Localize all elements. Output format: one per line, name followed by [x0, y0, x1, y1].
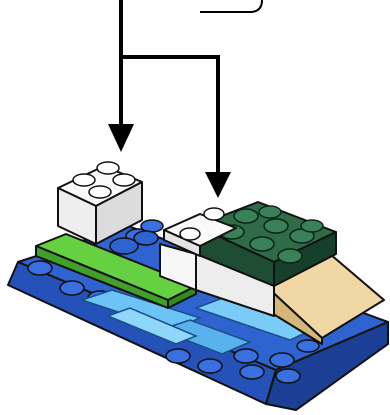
trans-tile-2	[157, 319, 253, 355]
white-plate-front	[163, 229, 201, 257]
arrowhead-right-icon	[205, 172, 231, 198]
white-brick-studs	[72, 161, 136, 199]
green-tile-side	[167, 285, 197, 309]
white-plate-studs	[179, 207, 225, 241]
callout-arrows	[108, 0, 263, 198]
white-lower-bricks	[159, 243, 275, 317]
trans-blue-tiles	[79, 289, 323, 355]
callout-box-edge	[200, 0, 263, 13]
dark-green-side	[273, 231, 337, 287]
blue-round-pieces	[109, 230, 159, 255]
white-brick-side	[95, 181, 143, 245]
callout-line-main	[119, 0, 220, 175]
base-right-face	[265, 321, 389, 411]
arrowhead-left-icon	[108, 124, 134, 152]
trans-tile-4	[105, 307, 198, 345]
white-lower-left	[159, 243, 197, 291]
bright-green-tile	[35, 233, 197, 309]
